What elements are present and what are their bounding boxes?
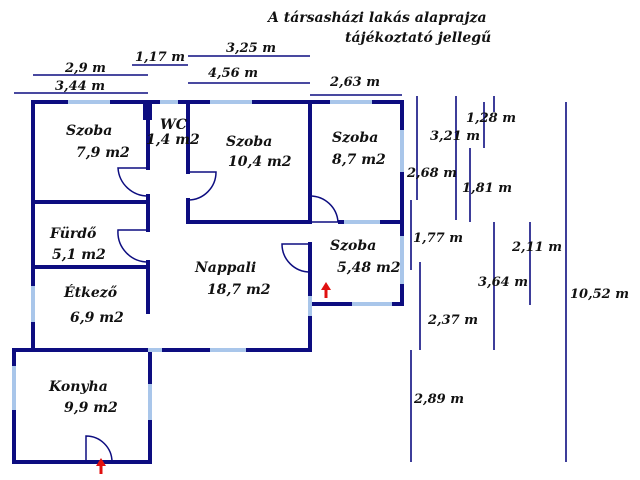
room-area: 5,48 m2	[337, 260, 401, 276]
entrance-arrow-icon	[96, 458, 106, 474]
dim-label-right: 10,52 m	[570, 287, 629, 302]
room-area: 9,9 m2	[64, 400, 118, 416]
plan-subtitle: tájékoztató jellegű	[345, 30, 491, 46]
room-name: Étkező	[63, 283, 118, 301]
room-name: WC	[160, 117, 187, 133]
room-name: Fürdő	[49, 226, 97, 242]
windows	[12, 100, 404, 420]
dim-label-top: 4,56 m	[208, 66, 258, 81]
dim-label-right: 3,21 m	[430, 129, 480, 144]
room-name: Szoba	[330, 238, 376, 254]
doors	[85, 167, 339, 463]
dim-label-top: 3,44 m	[55, 79, 105, 94]
room-area: 5,1 m2	[52, 247, 106, 263]
dim-label-top: 2,63 m	[329, 75, 380, 90]
dim-label-right: 2,68 m	[406, 166, 457, 181]
room-area: 10,4 m2	[228, 154, 292, 170]
dim-label-right: 3,64 m	[478, 275, 528, 290]
room-name: Szoba	[226, 134, 272, 150]
dim-label-right: 2,11 m	[511, 240, 562, 255]
room-area: 18,7 m2	[207, 282, 271, 298]
room-name: Nappali	[194, 260, 256, 276]
plan-title: A társasházi lakás alaprajza	[266, 10, 487, 26]
room-area: 6,9 m2	[70, 310, 124, 326]
entrance-arrow-icon	[321, 282, 331, 298]
top-dimension-lines	[14, 55, 402, 96]
room-name: Konyha	[48, 379, 108, 395]
wc-fixture	[143, 104, 152, 120]
room-area: 7,9 m2	[76, 145, 130, 161]
room-name: Szoba	[332, 130, 378, 146]
dim-label-right: 1,81 m	[462, 181, 512, 196]
right-dimension-lines	[410, 96, 567, 462]
dim-label-top: 2,9 m	[64, 61, 106, 76]
dim-label-top: 3,25 m	[226, 41, 276, 56]
room-name: Szoba	[66, 123, 112, 139]
dim-label-right: 2,37 m	[427, 313, 478, 328]
dim-label-right: 1,28 m	[466, 111, 516, 126]
room-area: 8,7 m2	[332, 152, 386, 168]
dim-label-top: 1,17 m	[135, 50, 185, 65]
dim-label-right: 1,77 m	[413, 231, 463, 246]
dim-label-right: 2,89 m	[413, 392, 464, 407]
room-area: 1,4 m2	[146, 132, 200, 148]
